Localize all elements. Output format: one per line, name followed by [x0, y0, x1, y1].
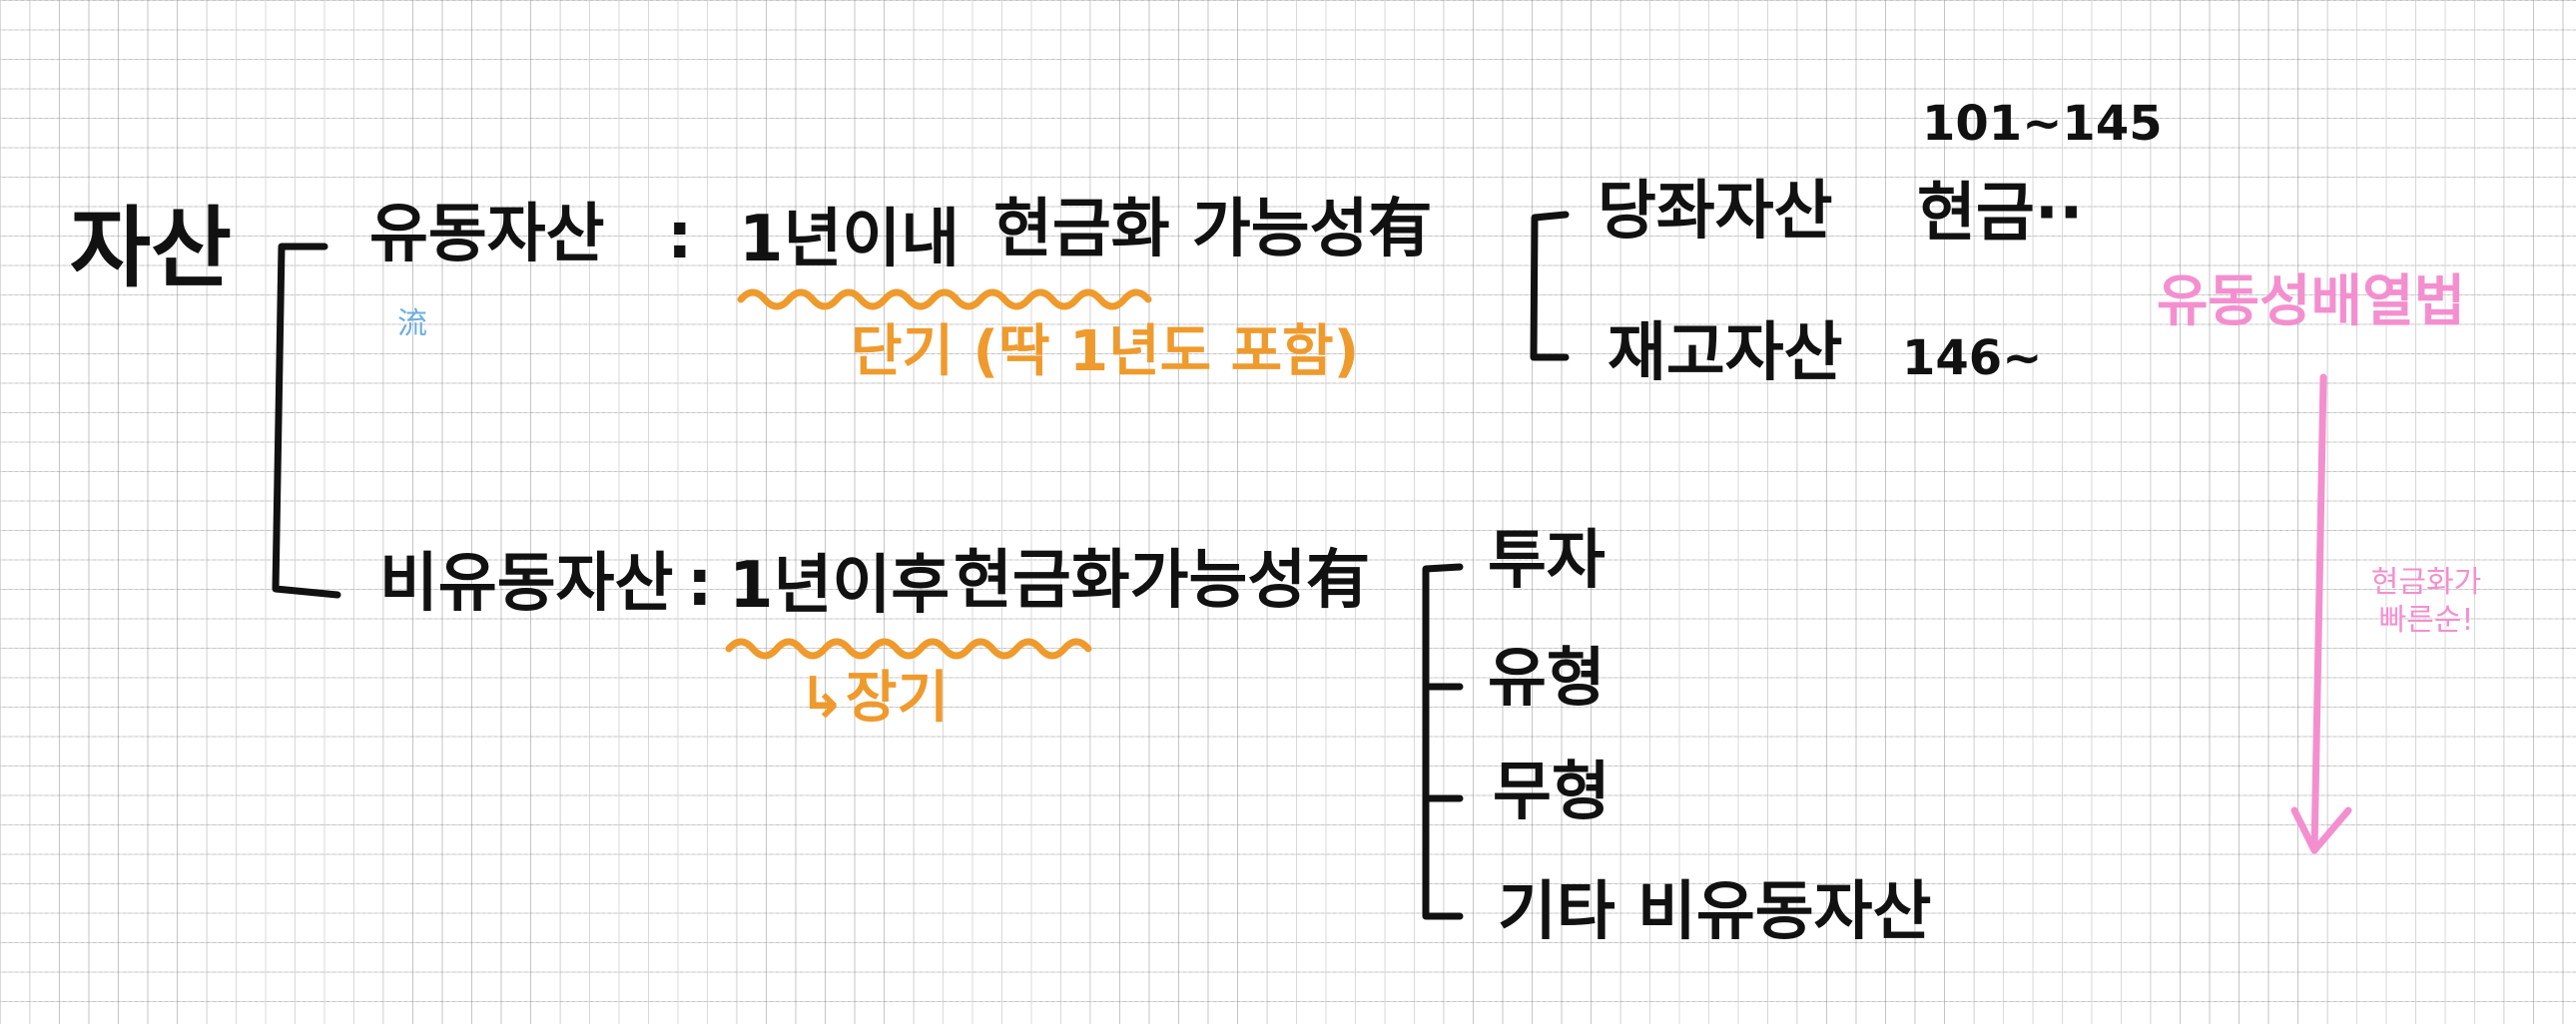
- current-note: 단기 (딱 1년도 포함): [851, 319, 1360, 384]
- noncurrent-colon: :: [687, 547, 713, 621]
- noncurrent-bracket: [1422, 563, 1464, 920]
- current-colon: :: [667, 200, 693, 273]
- current-bracket: [1530, 211, 1570, 361]
- noncurrent-child-3: 무형: [1493, 756, 1610, 829]
- noncurrent-child-4: 기타 비유동자산: [1498, 875, 1932, 949]
- liquidity-order-note: 현금화가 빠른순!: [2356, 564, 2496, 639]
- liquidity-order-note-line1: 현금화가: [2370, 565, 2482, 600]
- current-criterion-rest: 현금화 가능성有: [993, 193, 1433, 266]
- current-child-1-range: 101~145: [1922, 96, 2163, 152]
- liquidity-arrow-head: [2290, 806, 2352, 854]
- current-hanja: 流: [397, 306, 427, 341]
- noncurrent-note: ↳장기: [799, 666, 949, 731]
- noncurrent-criterion-underline: [725, 638, 1092, 660]
- noncurrent-child-1: 투자: [1488, 524, 1606, 598]
- current-criterion: 1년이내: [739, 203, 961, 276]
- current-child-2-label: 재고자산: [1608, 316, 1843, 390]
- current-child-1-extra: 현금··: [1917, 177, 2084, 251]
- current-child-1-label: 당좌자산: [1598, 175, 1833, 249]
- noncurrent-child-2: 유형: [1488, 642, 1606, 716]
- liquidity-arrow-shaft: [2310, 373, 2327, 854]
- root-label: 자산: [70, 197, 232, 299]
- current-criterion-underline: [737, 288, 1152, 310]
- noncurrent-assets-label: 비유동자산: [379, 547, 674, 621]
- noncurrent-criterion: 1년이후: [729, 549, 951, 623]
- liquidity-order-note-line2: 빠른순!: [2378, 602, 2474, 638]
- current-child-2-range: 146~: [1902, 330, 2043, 386]
- root-bracket: [272, 243, 341, 599]
- liquidity-order-title: 유동성배열법: [2157, 269, 2466, 334]
- current-assets-label: 유동자산: [369, 198, 605, 271]
- noncurrent-criterion-rest: 현금화가능성有: [954, 544, 1371, 618]
